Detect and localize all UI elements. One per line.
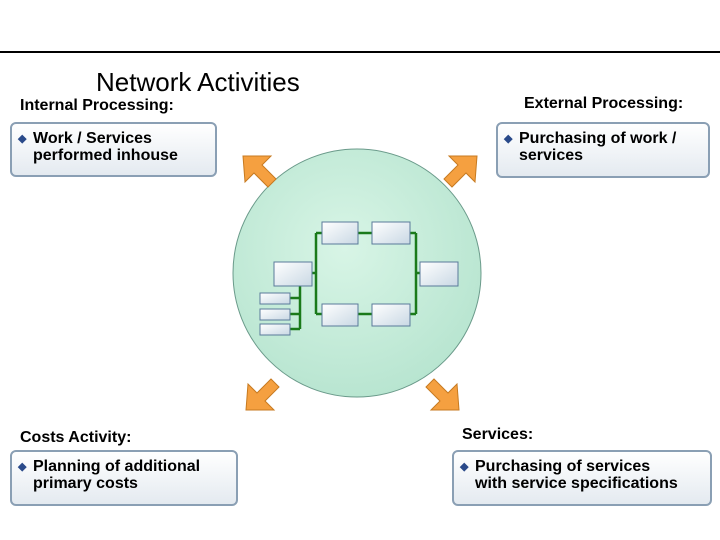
services-text: Purchasing of services with service spec… <box>475 458 678 492</box>
diamond-bullet-icon: ◆ <box>460 461 469 473</box>
activity-node <box>321 303 359 327</box>
activity-node-small <box>259 323 291 336</box>
services-box: ◆ Purchasing of services with service sp… <box>452 450 712 506</box>
arrow-icon <box>443 155 478 188</box>
activity-node-small <box>259 308 291 321</box>
costs-activity-heading: Costs Activity: <box>20 429 132 446</box>
external-processing-bullet: ◆ Purchasing of work / services <box>504 130 702 164</box>
arrow-icon <box>425 378 460 411</box>
diamond-bullet-icon: ◆ <box>504 133 513 145</box>
internal-processing-bullet: ◆ Work / Services performed inhouse <box>18 130 209 164</box>
arrow-icon <box>242 155 277 188</box>
diamond-bullet-icon: ◆ <box>18 133 27 145</box>
activity-node <box>321 221 359 245</box>
diamond-bullet-icon: ◆ <box>18 461 27 473</box>
network-links <box>290 231 420 331</box>
internal-processing-text: Work / Services performed inhouse <box>33 130 178 164</box>
activity-node <box>273 261 313 287</box>
costs-activity-text: Planning of additional primary costs <box>33 458 201 492</box>
activity-node-small <box>259 292 291 305</box>
top-rule <box>0 51 720 53</box>
services-heading: Services: <box>462 426 534 443</box>
activity-node <box>371 221 411 245</box>
costs-activity-bullet: ◆ Planning of additional primary costs <box>18 458 230 492</box>
activity-node <box>371 303 411 327</box>
network-circle <box>232 148 482 398</box>
internal-processing-heading: Internal Processing: <box>20 97 174 114</box>
page-title: Network Activities <box>96 67 300 97</box>
internal-processing-box: ◆ Work / Services performed inhouse <box>10 122 217 177</box>
arrow-icon <box>245 378 280 411</box>
external-processing-box: ◆ Purchasing of work / services <box>496 122 710 178</box>
activity-node <box>419 261 459 287</box>
costs-activity-box: ◆ Planning of additional primary costs <box>10 450 238 506</box>
external-processing-heading: External Processing: <box>524 95 684 112</box>
external-processing-text: Purchasing of work / services <box>519 130 677 164</box>
services-bullet: ◆ Purchasing of services with service sp… <box>460 458 704 492</box>
